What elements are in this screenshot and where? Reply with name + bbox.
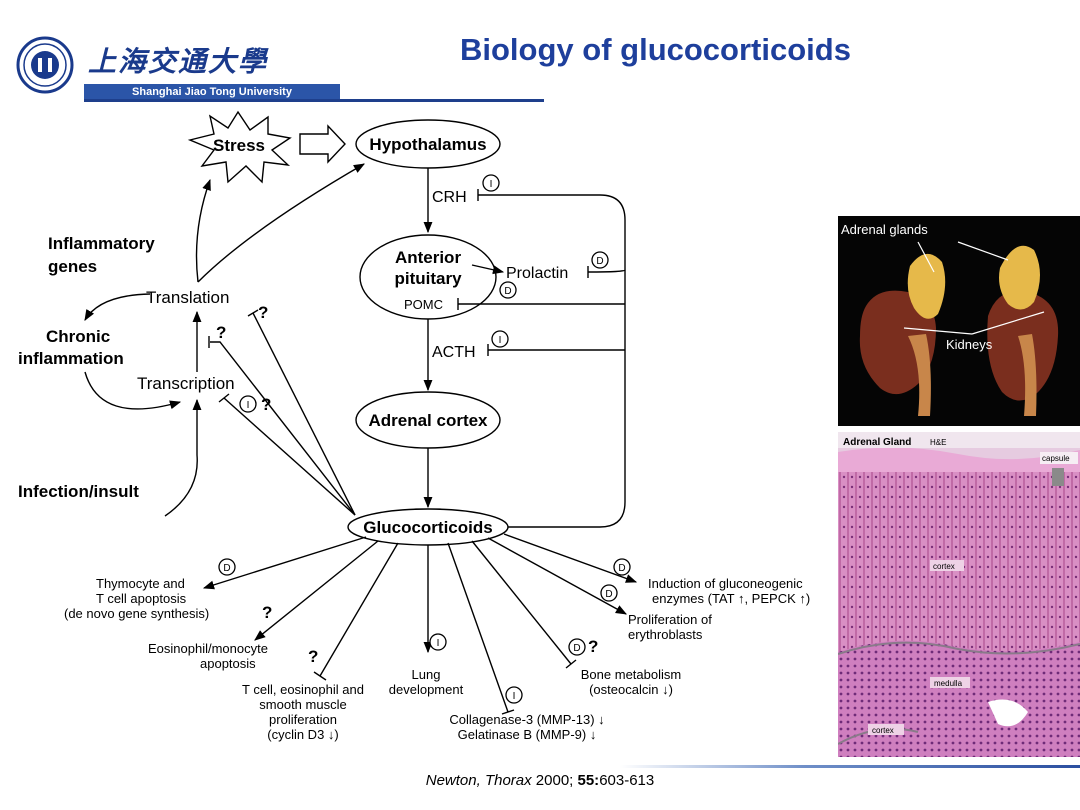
medulla-label: medulla	[934, 679, 963, 688]
inhibit-marker-acth: I	[499, 335, 502, 346]
collagenase-label-1: Collagenase-3 (MMP-13) ↓	[449, 712, 604, 727]
slide-header: 上海交通大學 Shanghai Jiao Tong University Bio…	[0, 0, 1080, 110]
citation-journal: Thorax	[484, 772, 532, 789]
university-name-english: Shanghai Jiao Tong University	[84, 84, 340, 100]
pituitary-label: pituitary	[394, 269, 462, 288]
histology-stain: H&E	[930, 438, 946, 447]
lung-label-1: Lung	[412, 667, 441, 682]
glucocorticoids-label: Glucocorticoids	[363, 518, 492, 537]
header-divider	[84, 99, 544, 102]
eosinophil-label-2: apoptosis	[200, 656, 256, 671]
decrease-marker-pomc: D	[504, 286, 511, 297]
gluconeo-label-2: enzymes (TAT ↑, PEPCK ↑)	[652, 591, 810, 606]
prolactin-label: Prolactin	[506, 265, 568, 282]
university-seal-logo	[16, 36, 74, 94]
citation-author: Newton,	[425, 772, 485, 789]
decrease-marker-erythro: D	[605, 589, 612, 600]
adrenal-cortex-label: Adrenal cortex	[368, 411, 488, 430]
chronic-inflammation-label-1: Chronic	[46, 327, 110, 346]
citation-pages: 603-613	[599, 772, 655, 789]
infection-insult-label: Infection/insult	[18, 482, 139, 501]
bone-label-2: (osteocalcin ↓)	[589, 682, 673, 697]
tcell-prolif-label-2: smooth muscle	[259, 697, 346, 712]
inhibit-marker-crh: I	[490, 179, 493, 190]
adrenal-glands-caption: Adrenal glands	[841, 222, 928, 237]
hypothalamus-label: Hypothalamus	[369, 135, 486, 154]
erythro-label-2: erythroblasts	[628, 627, 703, 642]
adrenal-histology-photo: Adrenal Gland H&E capsule cortex medulla…	[838, 432, 1080, 757]
cortex-label-bottom: cortex	[872, 726, 894, 735]
stress-label: Stress	[213, 136, 265, 155]
chronic-inflammation-label-2: inflammation	[18, 349, 124, 368]
glucocorticoid-pathway-diagram: I D D I I D D D I D I ? ? ? ? ? ? Stress…	[18, 110, 810, 742]
gluconeo-label-1: Induction of gluconeogenic	[648, 576, 803, 591]
kidneys-caption: Kidneys	[946, 337, 993, 352]
cortex-label-top: cortex	[933, 562, 955, 571]
question-mark-transcription: ?	[261, 395, 271, 414]
citation: Newton, Thorax 2000; 55:603-613	[0, 772, 1080, 789]
citation-volume: 55:	[577, 772, 600, 789]
acth-label: ACTH	[432, 344, 476, 361]
thymocyte-label-3: (de novo gene synthesis)	[64, 606, 209, 621]
anterior-label: Anterior	[395, 248, 462, 267]
decrease-marker-gluconeo: D	[618, 563, 625, 574]
university-name-chinese: 上海交通大學	[88, 45, 269, 78]
pomc-label: POMC	[404, 297, 443, 312]
inhibit-marker-transcription: I	[247, 400, 250, 411]
collagenase-label-2: Gelatinase B (MMP-9) ↓	[458, 727, 597, 742]
stress-burst-shape	[187, 110, 292, 184]
decrease-marker-prolactin: D	[596, 256, 603, 267]
inhibit-marker-lung: I	[437, 638, 440, 649]
question-mark-tcell: ?	[308, 647, 318, 666]
citation-year: 2000;	[531, 772, 578, 789]
inhibit-marker-collagenase: I	[513, 691, 516, 702]
crh-label: CRH	[432, 189, 467, 206]
adrenal-kidney-photo: Adrenal glands Kidneys	[838, 216, 1080, 426]
translation-label: Translation	[146, 288, 229, 307]
thymocyte-label-2: T cell apoptosis	[96, 591, 187, 606]
footer-divider	[620, 765, 1080, 768]
question-mark-eosinophil: ?	[262, 603, 272, 622]
inflammatory-genes-label-1: Inflammatory	[48, 234, 155, 253]
capsule-label: capsule	[1042, 454, 1070, 463]
tcell-prolif-label-3: proliferation	[269, 712, 337, 727]
erythro-label-1: Proliferation of	[628, 612, 712, 627]
decrease-marker-bone: D	[573, 643, 580, 654]
stress-to-hypothalamus-arrow	[299, 124, 346, 164]
lung-label-2: development	[389, 682, 464, 697]
question-mark-bone: ?	[588, 637, 598, 656]
tcell-prolif-label-4: (cyclin D3 ↓)	[267, 727, 339, 742]
question-mark-transcription-upper: ?	[216, 323, 226, 342]
decrease-marker-thymocyte: D	[223, 563, 230, 574]
thymocyte-label-1: Thymocyte and	[96, 576, 185, 591]
histology-title: Adrenal Gland	[843, 437, 911, 448]
transcription-label: Transcription	[137, 374, 235, 393]
question-mark-translation: ?	[258, 303, 268, 322]
bone-label-1: Bone metabolism	[581, 667, 681, 682]
tcell-prolif-label-1: T cell, eosinophil and	[242, 682, 364, 697]
eosinophil-label-1: Eosinophil/monocyte	[148, 641, 268, 656]
slide-title: Biology of glucocorticoids	[460, 32, 851, 67]
inflammatory-genes-label-2: genes	[48, 257, 97, 276]
